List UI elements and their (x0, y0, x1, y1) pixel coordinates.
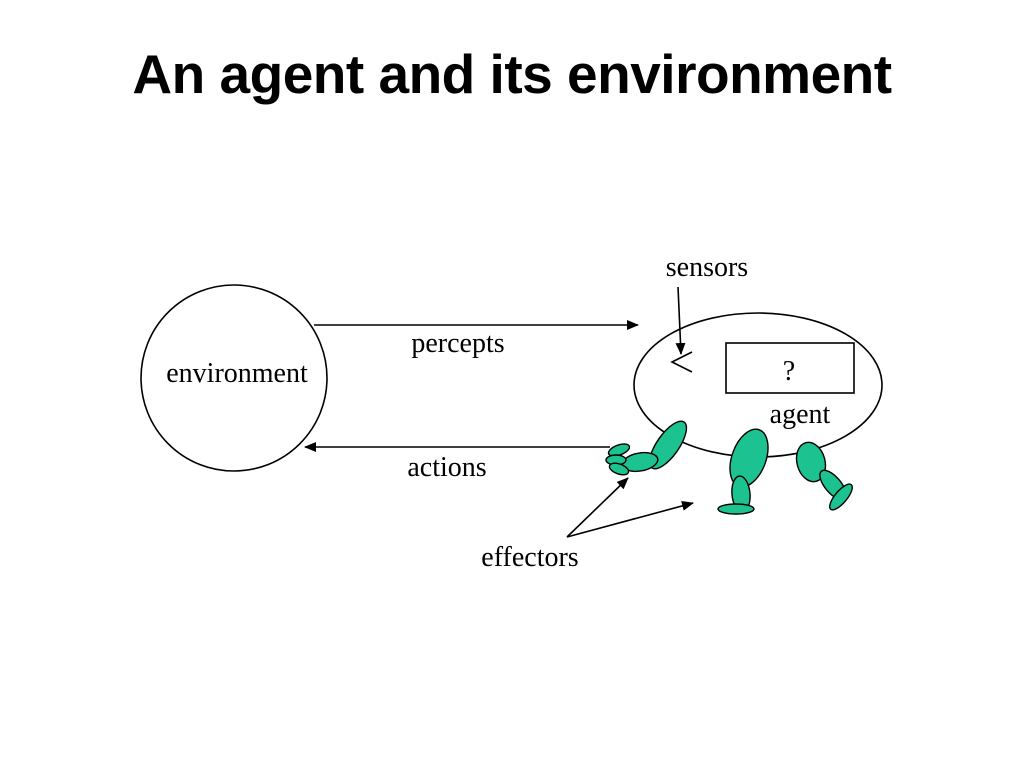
sensors-arrow (675, 286, 686, 355)
environment-label: environment (166, 358, 308, 389)
actions-label: actions (407, 452, 486, 483)
sensor-eye-icon (670, 351, 693, 373)
environment-node (140, 284, 328, 472)
percepts-label: percepts (411, 328, 504, 359)
agent-back-leg-effector (795, 441, 853, 511)
sensors-label: sensors (666, 252, 748, 283)
agent-label: agent (770, 399, 831, 430)
effectors-label: effectors (481, 542, 578, 573)
effectors-arrow-leg (566, 501, 694, 538)
agent-program-box (725, 342, 855, 394)
effectors-arrow-arm (566, 477, 629, 538)
agent-program-label: ? (783, 356, 795, 387)
agent-arm-effector (605, 420, 688, 476)
agent-front-leg-effector (717, 428, 769, 515)
slide-title: An agent and its environment (132, 43, 892, 105)
